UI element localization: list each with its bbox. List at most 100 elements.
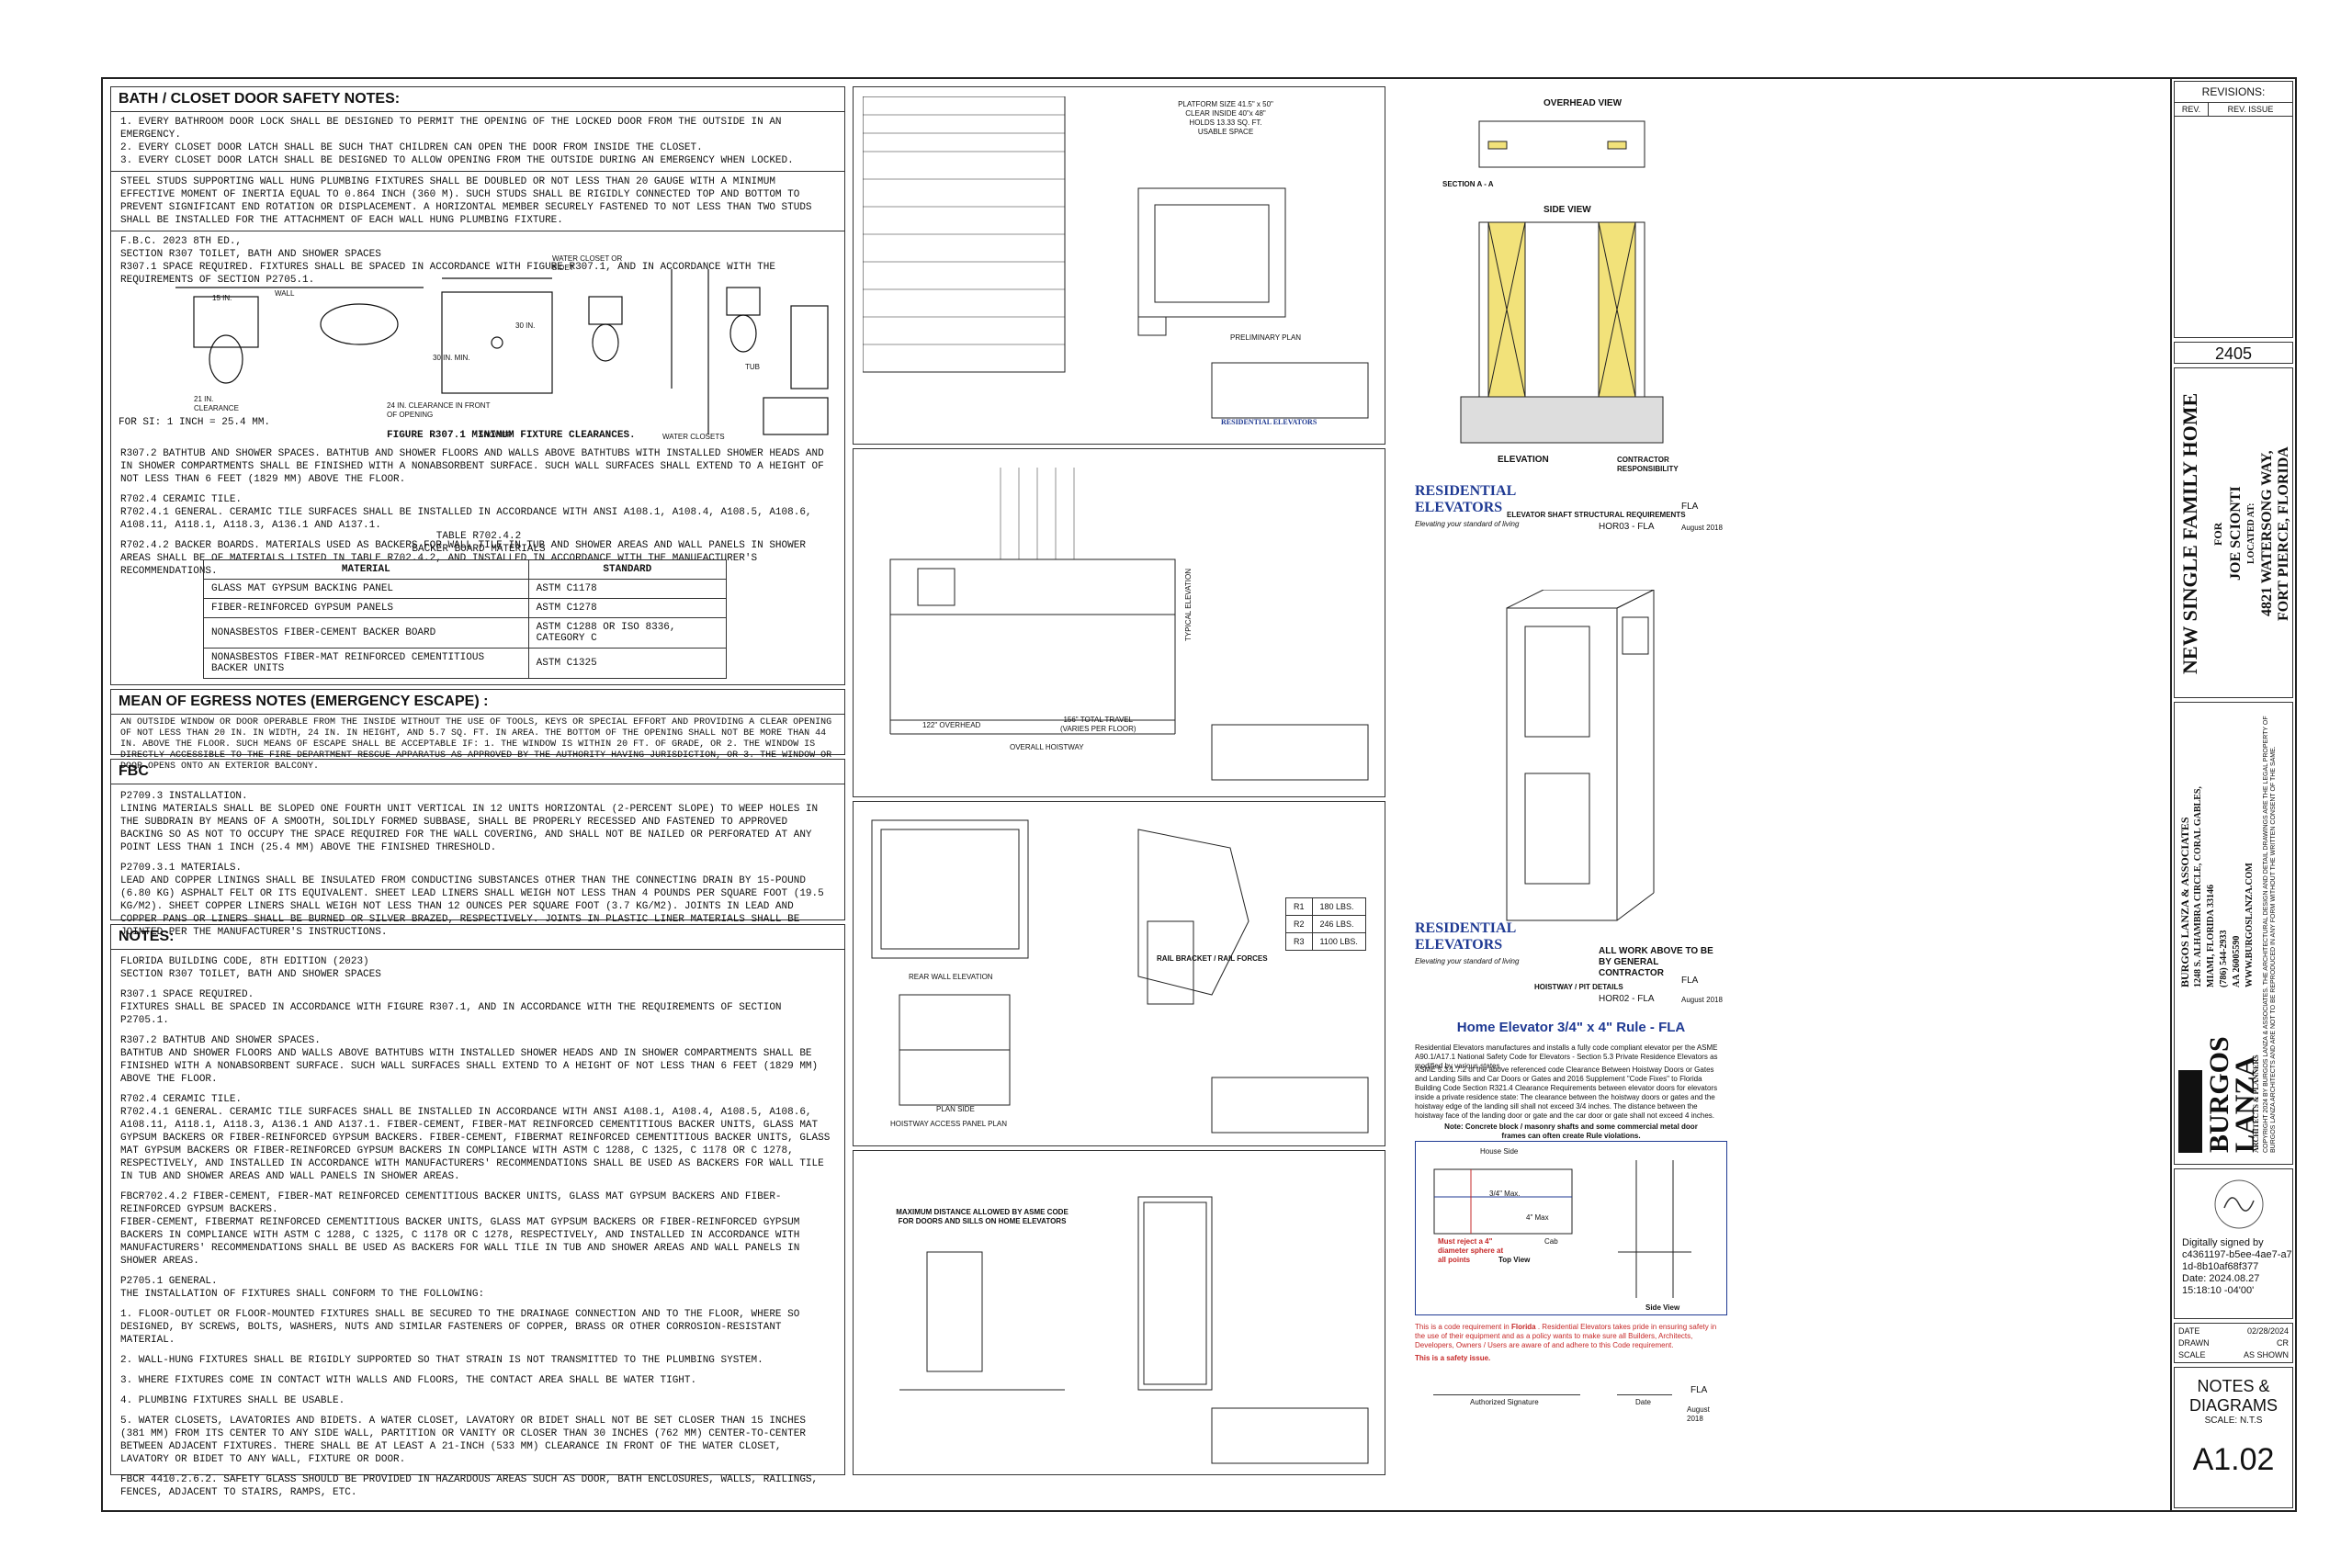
revisions-box: REVISIONS: REV. REV. ISSUE: [2174, 81, 2293, 338]
fig-tub: TUB: [745, 363, 760, 371]
side-view-label: Side View: [1645, 1303, 1680, 1312]
logo-mark-icon: [2178, 1070, 2202, 1153]
si-conversion: FOR SI: 1 INCH = 25.4 MM.: [119, 417, 271, 428]
shaft-requirements-sheet: OVERHEAD VIEW SECTION A - A SIDE VIEW EL…: [1406, 86, 1727, 573]
table-header: MATERIAL: [203, 559, 529, 580]
rail-bracket-drawing: [871, 819, 1369, 1134]
r3071-text: R307.1 SPACE REQUIRED. FIXTURES SHALL BE…: [120, 262, 775, 286]
table-title: TABLE R702.4.2: [435, 531, 522, 542]
florida-note-start: This is a code requirement in: [1415, 1323, 1510, 1331]
notes-para-head: R307.2 BATHTUB AND SHOWER SPACES.: [120, 1035, 321, 1046]
date-label: Date: [1635, 1398, 1651, 1406]
bath-notes-list: 1. EVERY BATHROOM DOOR LOCK SHALL BE DES…: [111, 112, 844, 171]
table-row: NONASBESTOS FIBER-MAT REINFORCED CEMENTI…: [203, 648, 728, 679]
rev-col-header: REV.: [2175, 103, 2209, 116]
plan-side-label: PLAN SIDE: [936, 1105, 975, 1113]
brand-tagline: Elevating your standard of living: [1415, 957, 1520, 965]
notes-para-text: FIBER-CEMENT, FIBERMAT REINFORCED CEMENT…: [120, 1217, 800, 1267]
sheet-title-box: NOTES & DIAGRAMS SCALE: N.T.S A1.02: [2174, 1367, 2293, 1508]
revisions-title: REVISIONS:: [2175, 82, 2292, 103]
section-aa-label: SECTION A - A: [1442, 180, 1494, 188]
shaft-drawing: [1460, 120, 1664, 444]
egress-panel: MEAN OF EGRESS NOTES (EMERGENCY ESCAPE) …: [110, 689, 845, 772]
top-view-label: Top View: [1498, 1256, 1531, 1264]
project-located: LOCATED AT:: [2246, 502, 2256, 565]
table-cell: ASTM C1288 OR ISO 8336, CATEGORY C: [527, 617, 728, 649]
firm-box: BURGOS LANZA & ASSOCIATES 1248 S. ALHAMB…: [2174, 702, 2293, 1165]
drawn-key: DRAWN: [2178, 1338, 2210, 1348]
signed-label: Digitally signed by: [2182, 1237, 2264, 1248]
date-value: 02/28/2024: [2246, 1326, 2289, 1336]
bath-note-item: 3. EVERY CLOSET DOOR LATCH SHALL BE DESI…: [120, 155, 794, 166]
r7024-text: R702.4 CERAMIC TILE.: [120, 494, 243, 505]
contractor-label: CONTRACTOR RESPONSIBILITY: [1617, 456, 1679, 473]
table-cell: NONASBESTOS FIBER-CEMENT BACKER BOARD: [203, 617, 529, 649]
table-cell: R3: [1285, 932, 1313, 951]
firm-website: WWW.BURGOSLANZA.COM: [2245, 863, 2255, 987]
hoistway-drawing: [1506, 590, 1655, 921]
preliminary-plan-drawing: [863, 96, 1369, 419]
house-side-label: House Side: [1480, 1147, 1519, 1156]
egress-title: MEAN OF EGRESS NOTES (EMERGENCY ESCAPE) …: [111, 690, 844, 715]
plan-label: PRELIMINARY PLAN: [1230, 333, 1302, 342]
notes-para-head: R702.4 CERAMIC TILE.: [120, 1094, 243, 1105]
firm-aa: AA 26005590: [2232, 935, 2242, 987]
max4-label: 4" Max: [1526, 1213, 1549, 1222]
bath-note-item: 1. EVERY BATHROOM DOOR LOCK SHALL BE DES…: [120, 117, 782, 141]
fbc-panel: FBC P2709.3 INSTALLATION. LINING MATERIA…: [110, 759, 845, 938]
p27093-head: P2709.3 INSTALLATION.: [120, 791, 248, 802]
firm-address-2: MIAMI, FLORIDA 33146: [2206, 885, 2216, 987]
max-distance-drawing: [899, 1196, 1369, 1464]
hor02-label: HOR02 - FLA: [1599, 994, 1655, 1004]
fig-wc-label: WATER CLOSET OR BIDET: [552, 254, 623, 272]
hor03-label: HOR03 - FLA: [1599, 522, 1655, 532]
logo-architects: ARCHITECTS & PLANNERS: [2252, 1055, 2260, 1153]
project-box: NEW SINGLE FAMILY HOME FOR JOE SCIONTI L…: [2174, 367, 2293, 698]
table-cell: R1: [1285, 897, 1313, 916]
safety-issue: This is a safety issue.: [1415, 1354, 1491, 1362]
firm-phone: (786) 544-2933: [2219, 930, 2229, 988]
sheet-title-line-1: NOTES &: [2197, 1377, 2270, 1395]
firm-address-1: 1248 S. ALHAMBRA CIRCLE, CORAL GABLES,: [2193, 786, 2203, 987]
signature-label: Authorized Signature: [1470, 1398, 1539, 1406]
table-cell: FIBER-REINFORCED GYPSUM PANELS: [203, 598, 529, 618]
seal-icon: [2214, 1179, 2264, 1229]
scale-value: AS SHOWN: [2243, 1350, 2289, 1359]
fig-shower: SHOWER: [479, 431, 512, 439]
hoistway-pit-label: HOISTWAY / PIT DETAILS: [1534, 983, 1623, 991]
table-cell: ASTM C1178: [527, 579, 728, 599]
typical-elevation-drawing: [889, 468, 1369, 781]
sheet-date: August 2018: [1681, 524, 1723, 532]
signed-id: c4361197-b5ee-4ae7-a71d-8b10af68f377: [2182, 1249, 2292, 1272]
cab-label: Cab: [1544, 1237, 1558, 1246]
date-key: DATE: [2178, 1326, 2200, 1336]
notes-list-item: 5. WATER CLOSETS, LAVATORIES AND BIDETS.…: [120, 1416, 806, 1465]
overall-hoistway-dim: OVERALL HOISTWAY: [1010, 743, 1084, 751]
overhead-view-label: OVERHEAD VIEW: [1544, 98, 1623, 108]
sheet-title-line-2: DIAGRAMS: [2188, 1396, 2278, 1415]
sheet-date: August 2018: [1687, 1405, 1710, 1423]
table-cell: 180 LBS.: [1311, 897, 1366, 916]
bath-notes-panel: BATH / CLOSET DOOR SAFETY NOTES: 1. EVER…: [110, 86, 845, 685]
p270931-head: P2709.3.1 MATERIALS.: [120, 863, 243, 874]
rail-bracket-label: RAIL BRACKET / RAIL FORCES: [1157, 954, 1268, 963]
fig-wall-label: WALL: [275, 289, 295, 298]
r70241-text: R702.4.1 GENERAL. CERAMIC TILE SURFACES …: [120, 507, 812, 531]
project-address-1: 4821 WATERSONG WAY,: [2259, 450, 2275, 617]
brand-logo: RESIDENTIAL ELEVATORS: [1415, 920, 1516, 953]
notes-para-text: FIXTURES SHALL BE SPACED IN ACCORDANCE W…: [120, 1002, 782, 1026]
rear-wall-label: REAR WALL ELEVATION: [909, 973, 993, 981]
fig-d30min: 30 IN. MIN.: [433, 354, 470, 362]
project-for: FOR: [2211, 522, 2224, 546]
notes-panel: NOTES: FLORIDA BUILDING CODE, 8TH EDITIO…: [110, 924, 845, 1498]
max-distance-panel: MAXIMUM DISTANCE ALLOWED BY ASME CODE FO…: [853, 1150, 1385, 1475]
fixture-clearance-figure: [175, 269, 829, 435]
p27093-text: LINING MATERIALS SHALL BE SLOPED ONE FOU…: [120, 804, 819, 853]
scale-key: SCALE: [2178, 1350, 2206, 1359]
backer-board-table: MATERIAL STANDARD GLASS MAT GYPSUM BACKI…: [203, 559, 728, 679]
figure-caption: FIGURE R307.1 MINIMUM FIXTURE CLEARANCES…: [387, 430, 636, 441]
